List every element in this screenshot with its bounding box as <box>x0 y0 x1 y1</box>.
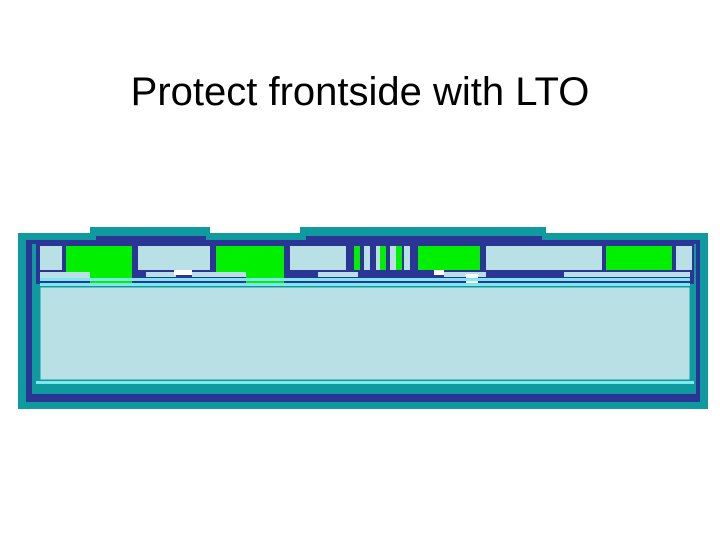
cell <box>192 272 246 277</box>
implant-region <box>90 270 132 283</box>
implant-region <box>354 246 360 270</box>
highlight <box>174 270 192 275</box>
implant-region <box>66 246 132 272</box>
implant-region <box>246 270 284 283</box>
substrate <box>39 286 691 381</box>
implant-region <box>418 246 480 270</box>
cell <box>376 246 382 270</box>
cell <box>138 246 210 270</box>
cell <box>404 246 410 270</box>
bottom-cyan-band <box>36 381 694 384</box>
cell <box>318 272 358 277</box>
cell <box>564 272 690 277</box>
metal-top-left <box>96 236 206 244</box>
cell <box>486 246 602 270</box>
thin-layers <box>40 278 690 286</box>
cell <box>290 246 346 270</box>
implant-region <box>396 246 402 270</box>
cell <box>390 246 396 270</box>
thin-layer <box>40 278 690 281</box>
slide-title: Protect frontside with LTO <box>130 70 590 114</box>
highlight <box>434 270 444 275</box>
metal-top-right <box>306 236 542 244</box>
cell <box>364 246 370 270</box>
cell <box>146 272 176 277</box>
cell <box>40 272 90 280</box>
cell <box>676 246 692 270</box>
device-cells <box>40 246 692 280</box>
implant-region <box>380 246 386 270</box>
implant-region <box>606 246 672 270</box>
cell <box>40 246 62 270</box>
implant-region <box>216 246 284 272</box>
cell <box>444 272 486 277</box>
thin-layer <box>40 283 690 286</box>
